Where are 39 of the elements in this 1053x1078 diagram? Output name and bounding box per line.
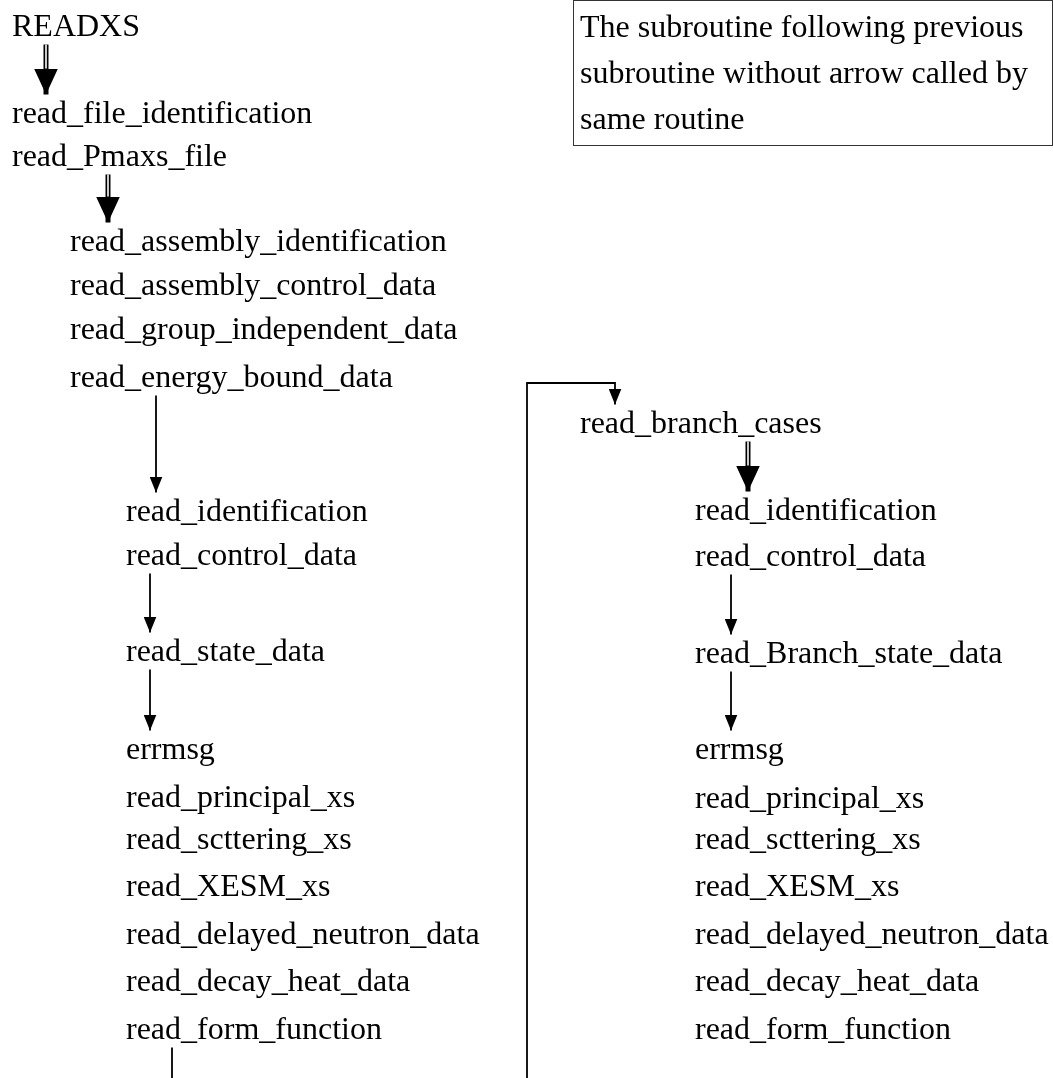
connector-line (171, 1046, 173, 1078)
subroutine-name: read_decay_heat_data (695, 961, 980, 999)
subroutine-name: read_file_identification (12, 93, 313, 131)
subroutine-name: read_energy_bound_data (70, 357, 393, 395)
subroutine-name: read_branch_cases (580, 403, 822, 441)
subroutine-name: read_decay_heat_data (126, 961, 411, 999)
subroutine-name: read_control_data (695, 536, 926, 574)
double-arrow (34, 44, 58, 95)
subroutine-name: read_identification (126, 491, 368, 529)
subroutine-name: read_assembly_identification (70, 221, 447, 259)
subroutine-name: errmsg (695, 729, 784, 767)
double-arrow (96, 174, 120, 223)
arrow (724, 670, 738, 732)
subroutine-name: read_XESM_xs (695, 866, 900, 904)
subroutine-name: read_group_independent_data (70, 309, 458, 347)
subroutine-name: read_state_data (126, 631, 325, 669)
double-arrow (736, 441, 760, 492)
arrow (724, 573, 738, 636)
subroutine-name: errmsg (126, 729, 215, 767)
subroutine-name: read_assembly_control_data (70, 265, 437, 303)
arrow (526, 382, 622, 1078)
subroutine-name: read_XESM_xs (126, 866, 331, 904)
subroutine-name: read_Branch_state_data (695, 633, 1003, 671)
subroutine-name: read_principal_xs (695, 778, 925, 816)
subroutine-name: read_scttering_xs (695, 819, 921, 857)
arrow (143, 668, 157, 732)
subroutine-name: read_control_data (126, 535, 357, 573)
subroutine-name: read_delayed_neutron_data (695, 914, 1049, 952)
arrow (143, 572, 157, 634)
arrow (149, 394, 163, 494)
subroutine-name: read_form_function (695, 1009, 951, 1047)
subroutine-name: read_delayed_neutron_data (126, 914, 480, 952)
subroutine-name: read_scttering_xs (126, 819, 352, 857)
subroutine-name: read_identification (695, 490, 937, 528)
subroutine-name: READXS (12, 6, 140, 44)
subroutine-name: read_principal_xs (126, 777, 356, 815)
note-box: The subroutine following previous subroutine without arrow called by same routine (573, 0, 1053, 146)
subroutine-name: read_form_function (126, 1009, 382, 1047)
subroutine-name: read_Pmaxs_file (12, 136, 228, 174)
